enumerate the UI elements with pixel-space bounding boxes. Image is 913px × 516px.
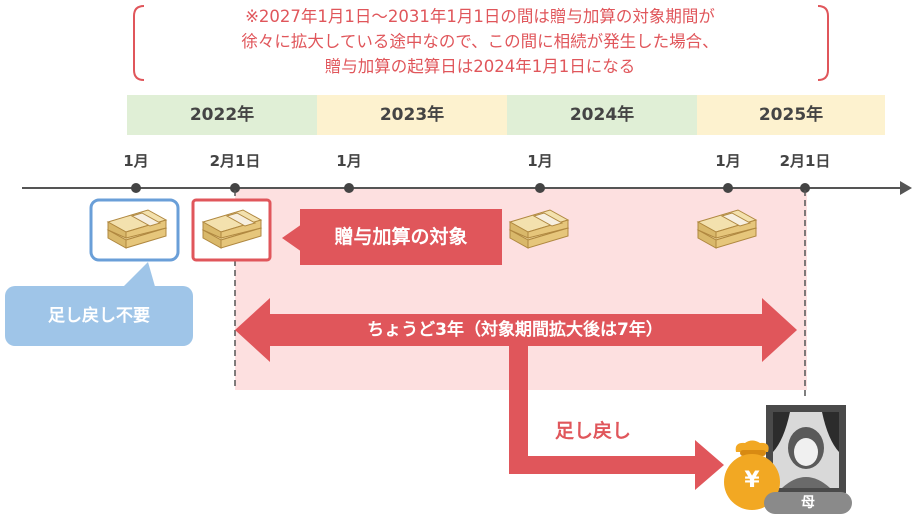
note-line-2: 徐々に拡大している途中なので、この間に相続が発生した場合、 xyxy=(241,32,719,51)
timeline-dot xyxy=(230,183,240,193)
timeline-dot xyxy=(535,183,545,193)
timeline-dot xyxy=(344,183,354,193)
mother-label: 母 xyxy=(764,492,852,514)
note-line-3: 贈与加算の起算日は2024年1月1日になる xyxy=(324,57,636,76)
period-double-arrow xyxy=(235,298,797,362)
month-label: 1月 xyxy=(336,152,362,170)
timeline-dot xyxy=(800,183,810,193)
month-label: 2月1日 xyxy=(779,152,831,170)
add-back-arrow xyxy=(509,346,724,490)
yen-symbol: ¥ xyxy=(744,468,760,493)
money-bundle-icon xyxy=(696,209,758,249)
year-band-2022: 2022年 xyxy=(127,95,317,135)
period-label: ちょうど3年（対象期間拡大後は7年） xyxy=(367,320,663,340)
add-back-label: 足し戻し xyxy=(555,420,632,442)
note-bracket-left xyxy=(133,5,145,81)
year-band-2025: 2025年 xyxy=(697,95,885,135)
year-band-2023: 2023年 xyxy=(317,95,507,135)
no-return-bubble-pointer xyxy=(120,262,156,290)
money-bundle-icon xyxy=(508,209,570,249)
target-label-pointer xyxy=(282,224,302,252)
month-label: 1月 xyxy=(527,152,553,170)
month-label: 1月 xyxy=(123,152,149,170)
month-label: 2月1日 xyxy=(209,152,261,170)
note-line-1: ※2027年1月1日～2031年1月1日の間は贈与加算の対象期間が xyxy=(245,7,715,26)
note-bracket-right xyxy=(817,5,829,81)
portrait-icon xyxy=(766,405,846,493)
money-bundle-icon xyxy=(201,209,263,249)
no-return-bubble: 足し戻し不要 xyxy=(5,286,193,346)
timeline-dot xyxy=(131,183,141,193)
timeline-arrowhead xyxy=(900,181,912,195)
money-bundle-icon xyxy=(106,209,168,249)
timeline-dot xyxy=(723,183,733,193)
gift-target-label: 贈与加算の対象 xyxy=(300,209,502,265)
month-label: 1月 xyxy=(715,152,741,170)
year-band-2024: 2024年 xyxy=(507,95,697,135)
